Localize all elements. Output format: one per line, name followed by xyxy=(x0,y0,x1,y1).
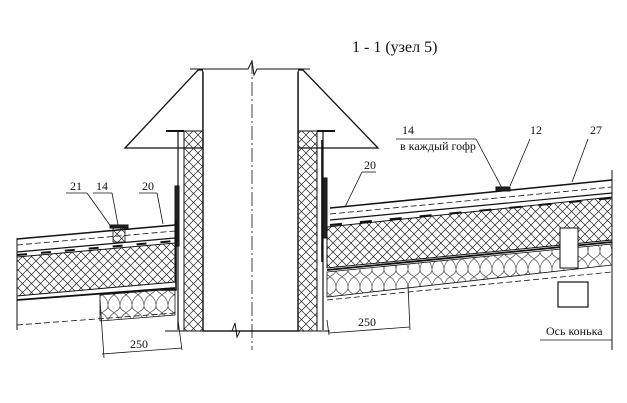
callout-20-right: 20 xyxy=(364,158,376,172)
callout-21: 21 xyxy=(70,179,82,193)
callouts-right xyxy=(344,138,612,341)
dimension-250-right: 250 xyxy=(358,315,376,329)
callout-12: 12 xyxy=(530,123,542,137)
callout-14-right: 14 xyxy=(402,123,414,137)
callout-27: 27 xyxy=(590,123,602,137)
chimney-insulation-left xyxy=(183,130,204,332)
break-line-bottom xyxy=(165,322,330,339)
roof-left xyxy=(16,220,177,330)
chimney xyxy=(123,59,380,350)
dimension-250-left: 250 xyxy=(130,337,148,351)
break-line-top xyxy=(190,59,310,77)
chimney-flue xyxy=(202,69,299,332)
callouts-left xyxy=(66,192,164,229)
section-title: 1 - 1 (узел 5) xyxy=(352,39,437,56)
callout-14: 14 xyxy=(96,179,108,193)
roof-right xyxy=(321,140,613,350)
ridge-axis-label: Ось конька xyxy=(546,324,603,338)
callout-20: 20 xyxy=(142,179,154,193)
callout-14-note: в каждый гофр xyxy=(400,139,476,153)
chimney-insulation-right xyxy=(297,130,318,332)
dimension-lines xyxy=(99,284,411,359)
